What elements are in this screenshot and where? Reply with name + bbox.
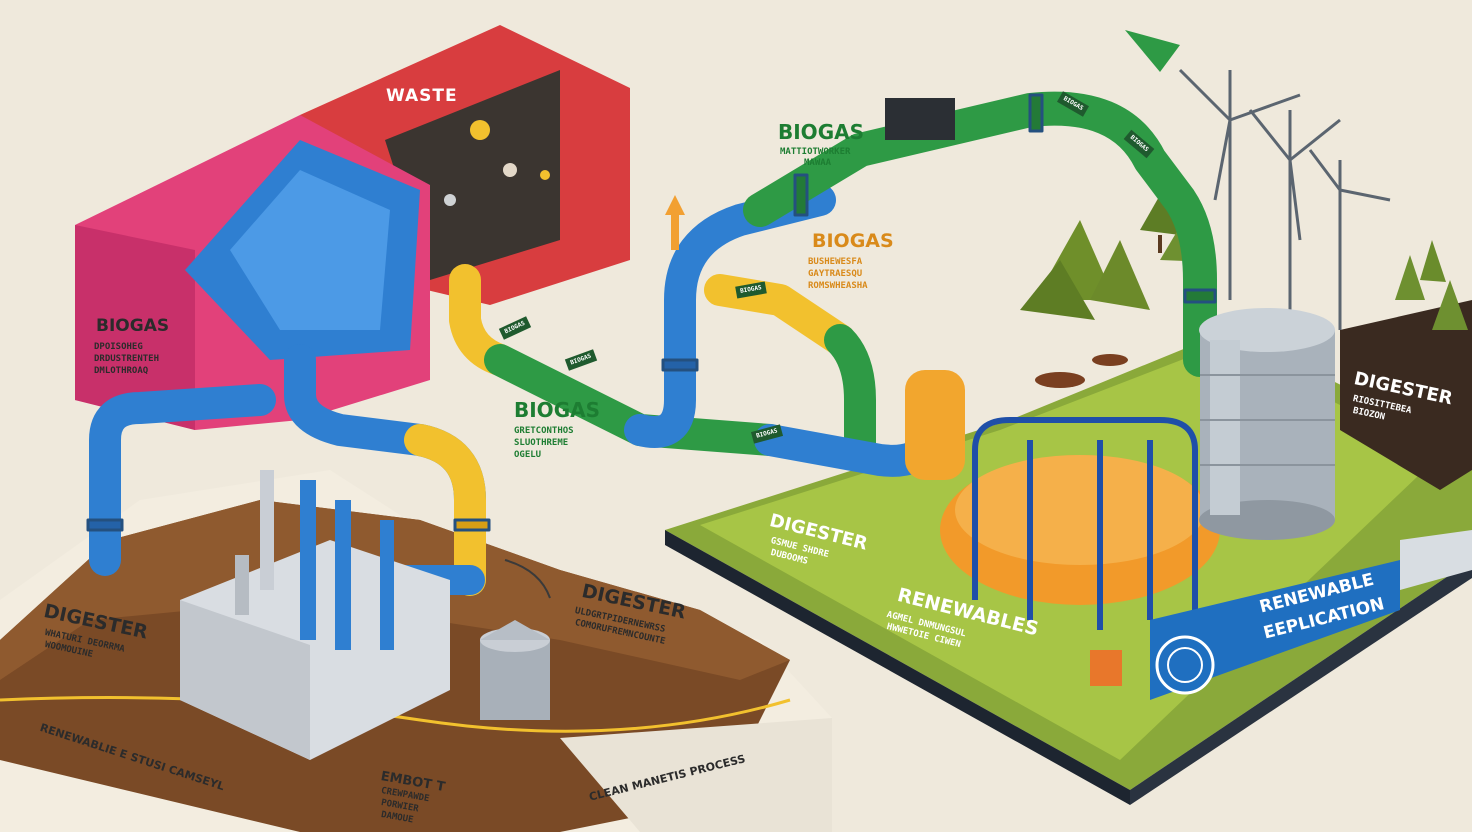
biogas-left-label: BIOGAS	[96, 316, 170, 336]
storage-tank	[1199, 308, 1335, 540]
filter-block	[885, 98, 955, 140]
biogas-left-sublabel-1: DPOISOHEG	[94, 342, 143, 352]
wind-turbines	[1178, 68, 1391, 330]
green-triangle-icon	[1125, 30, 1180, 72]
biogas-orange-sublabel-3: ROMSWHEASHA	[808, 281, 868, 291]
biogas-orange-label: BIOGAS	[812, 230, 894, 252]
biogas-top-label: BIOGAS	[778, 120, 864, 144]
biogas-left-sublabel-2: DRDUSTRENTEH	[94, 354, 160, 364]
left-digester-unit	[180, 470, 550, 760]
biogas-middle-sublabel-1: GRETCONTHOS	[514, 426, 574, 436]
flow-arrow-icon	[504, 559, 551, 599]
waste-bins	[75, 25, 630, 430]
biogas-orange-sublabel-2: GAYTRAESQU	[808, 269, 863, 279]
waste-label: WASTE	[386, 86, 458, 106]
trees	[1020, 195, 1468, 388]
renewable-banner	[1150, 560, 1400, 700]
orange-digester	[905, 370, 1220, 686]
biogas-middle-sublabel-3: OGELU	[514, 450, 542, 460]
biogas-orange-sublabel-1: BUSHEWESFA	[808, 257, 863, 267]
biogas-middle-sublabel-2: SLUOTHREME	[514, 438, 569, 448]
orange-arrow-icon	[665, 195, 685, 250]
biogas-top-sublabel-1: MATTIOTWORKER	[780, 147, 851, 157]
biogas-top-sublabel-2: MAWAA	[804, 158, 832, 168]
biogas-left-sublabel-3: DMLOTHROAQ	[94, 366, 149, 376]
biogas-middle-label: BIOGAS	[514, 398, 600, 422]
